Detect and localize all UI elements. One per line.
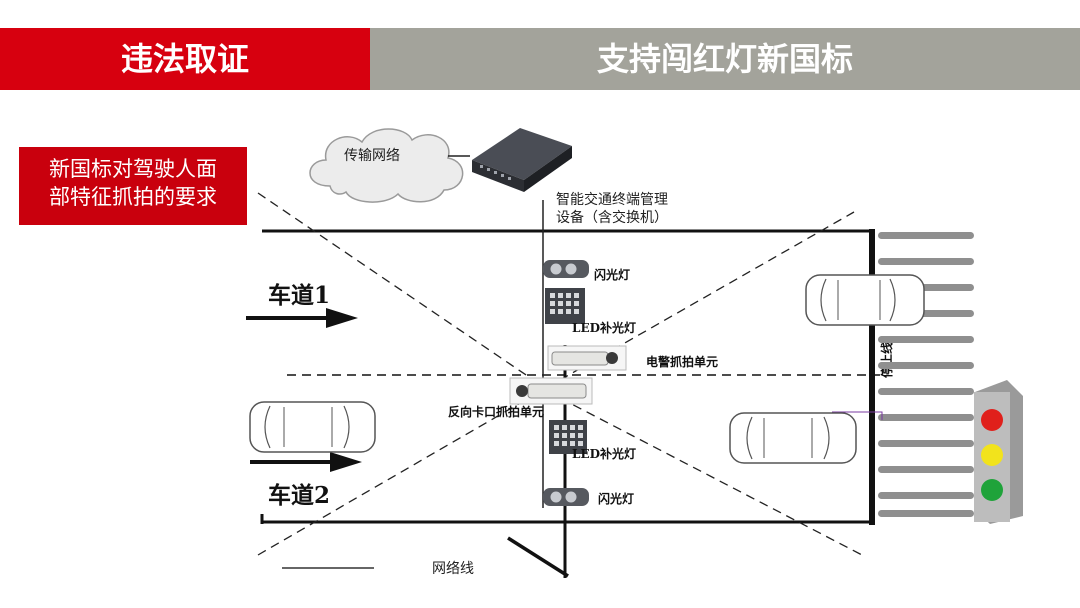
lane1-label: 车道1 [268,282,330,309]
flash-top-label: 闪光灯 [594,267,630,282]
lane1-arrow-icon [246,308,358,328]
legend-label: 网络线 [432,561,474,577]
requirement-box: 新国标对驾驶人面 部特征抓拍的要求 [19,147,247,225]
led-light-bottom-icon [549,420,587,454]
traffic-light-red [981,409,1003,431]
cloud-icon [309,128,464,203]
traffic-light-green [981,479,1003,501]
flash-bottom-label: 闪光灯 [598,491,634,506]
camera-view-line-2 [559,397,863,556]
stop-line-label: 停止线 [879,342,894,378]
terminal-switch-icon [472,128,572,192]
car-icon-upper-right [805,274,925,326]
requirement-line2: 部特征抓拍的要求 [49,185,217,209]
connector-line [832,411,883,420]
cloud-label: 传输网络 [344,148,400,164]
requirement-line1: 新国标对驾驶人面 [49,157,217,181]
camera-electronic-police-icon [547,345,627,371]
camera-electronic-police-label: 电警抓拍单元 [646,354,718,369]
car-icon-lower-right [729,412,857,464]
camera-view-line-4 [559,211,855,381]
lane2-arrow-icon [250,452,362,472]
car-icon-left [249,401,376,453]
terminal-label-line1: 智能交通终端管理 [556,191,668,208]
traffic-light [974,380,1023,524]
lane2-label: 车道2 [268,482,330,509]
led-bottom-label: LED补光灯 [572,446,636,461]
flash-lamp-top-icon [543,260,589,278]
led-light-top-icon [545,288,585,324]
header-right-title: 支持闯红灯新国标 [370,28,1080,90]
traffic-light-yellow [981,444,1003,466]
terminal-label-line2: 设备（含交换机） [556,209,668,226]
camera-view-line-3 [257,379,561,556]
header-left-title: 违法取证 [0,28,370,90]
pole-base-diagonal [507,536,569,578]
header-banner: 违法取证 支持闯红灯新国标 [0,28,1080,90]
camera-reverse-icon [509,377,593,405]
led-top-label: LED补光灯 [572,320,636,335]
flash-lamp-bottom-icon [543,488,589,506]
camera-reverse-label: 反向卡口抓拍单元 [448,404,544,419]
camera-view-line-1 [257,192,561,399]
